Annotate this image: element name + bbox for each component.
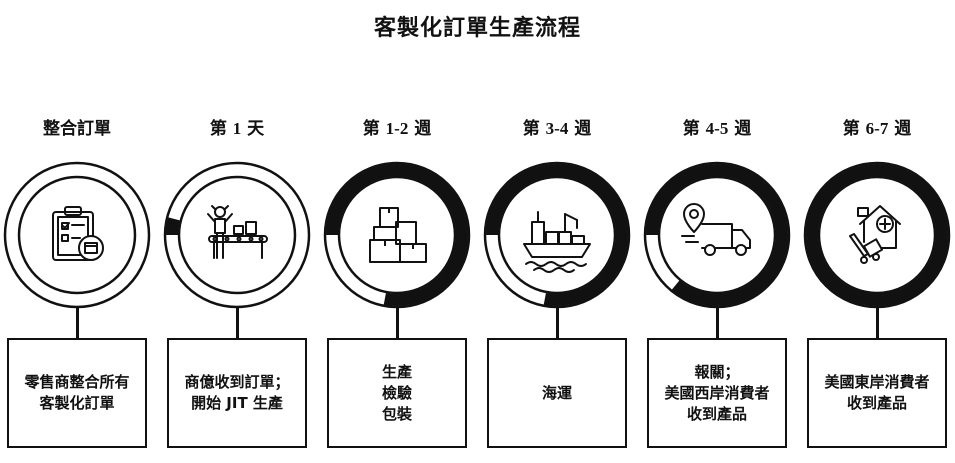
progress-arc xyxy=(326,164,468,306)
step-label-6: 第 6-7 週 xyxy=(842,119,912,139)
progress-arc xyxy=(806,164,949,306)
step-desc-1: 零售商整合所有 客製化訂單 xyxy=(7,338,147,448)
step-desc-2: 商億收到訂單； 開始 JIT 生產 xyxy=(167,338,307,448)
delivery-truck-location-icon xyxy=(681,203,751,256)
step-desc-6: 美國東岸消費者 收到產品 xyxy=(807,338,947,448)
step-desc-5: 報關； 美國西岸消費者 收到產品 xyxy=(647,338,787,448)
stacked-boxes-icon xyxy=(369,207,427,263)
diagram-title: 客製化訂單生產流程 xyxy=(373,16,581,41)
connector-4 xyxy=(556,306,559,338)
step-ring-6 xyxy=(803,161,951,309)
clipboard-checklist-icon xyxy=(52,206,104,261)
step-ring-3 xyxy=(323,161,471,309)
step-label-2: 第 1 天 xyxy=(209,119,265,139)
step-desc-4: 海運 xyxy=(487,338,627,448)
connector-2 xyxy=(236,306,239,338)
factory-worker-conveyor-icon xyxy=(207,205,268,259)
connector-6 xyxy=(876,306,879,338)
step-label-3: 第 1-2 週 xyxy=(362,119,432,139)
step-desc-3: 生產 檢驗 包裝 xyxy=(327,338,467,448)
step-ring-2 xyxy=(163,161,311,309)
connector-1 xyxy=(76,306,79,338)
step-label-1: 整合訂單 xyxy=(43,119,111,139)
home-delivery-icon xyxy=(849,205,901,264)
step-label-4: 第 3-4 週 xyxy=(522,119,592,139)
connector-5 xyxy=(716,306,719,338)
progress-arc xyxy=(166,217,180,236)
step-ring-5 xyxy=(643,161,791,309)
step-ring-4 xyxy=(483,161,631,309)
step-label-5: 第 4-5 週 xyxy=(682,119,752,139)
progress-arc xyxy=(486,164,628,306)
connector-3 xyxy=(396,306,399,338)
cargo-ship-icon xyxy=(523,211,591,273)
step-ring-1 xyxy=(3,161,151,309)
progress-arc xyxy=(646,164,788,306)
